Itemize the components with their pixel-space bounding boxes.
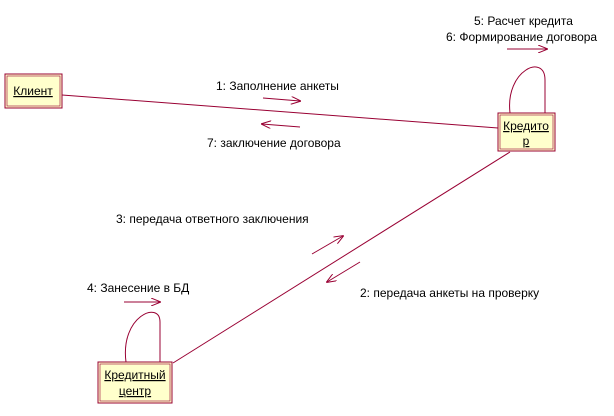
self-link-center (124, 311, 161, 363)
object-client-label: Клиент (13, 84, 53, 98)
message-arrow-7 (262, 124, 301, 127)
message-label-4: 4: Занесение в БД (87, 281, 189, 295)
object-credit-center[interactable]: Кредитный центр (97, 361, 173, 404)
object-creditor-box-inner (499, 114, 554, 150)
object-creditor-label-line2: р (523, 134, 530, 148)
message-arrow-3 (311, 236, 343, 255)
object-credit-center-box-inner (99, 363, 171, 402)
message-label-2: 2: передача анкеты на проверку (360, 286, 539, 300)
object-credit-center-label-line2: центр (119, 384, 152, 398)
object-credit-center-box (97, 361, 173, 404)
self-link-creditor (509, 66, 546, 114)
object-credit-center-label-line1: Кредитный (104, 368, 165, 382)
object-creditor[interactable]: Кредито р (497, 112, 556, 152)
message-label-7: 7: заключение договора (207, 136, 341, 150)
message-arrow-1 (262, 98, 300, 101)
message-arrow-2 (327, 261, 361, 282)
object-client[interactable]: Клиент (4, 73, 63, 109)
message-label-6: 6: Формирование договора (446, 30, 597, 44)
object-creditor-box (497, 112, 556, 152)
message-label-5: 5: Расчет кредита (474, 14, 573, 28)
object-client-box-inner (6, 75, 61, 107)
message-label-1: 1: Заполнение анкеты (216, 79, 339, 93)
message-label-3: 3: передача ответного заключения (116, 212, 309, 226)
link-client-creditor (61, 94, 499, 129)
link-creditor-center (172, 151, 511, 364)
object-client-box (4, 73, 63, 109)
object-creditor-label-line1: Кредито (503, 119, 549, 133)
